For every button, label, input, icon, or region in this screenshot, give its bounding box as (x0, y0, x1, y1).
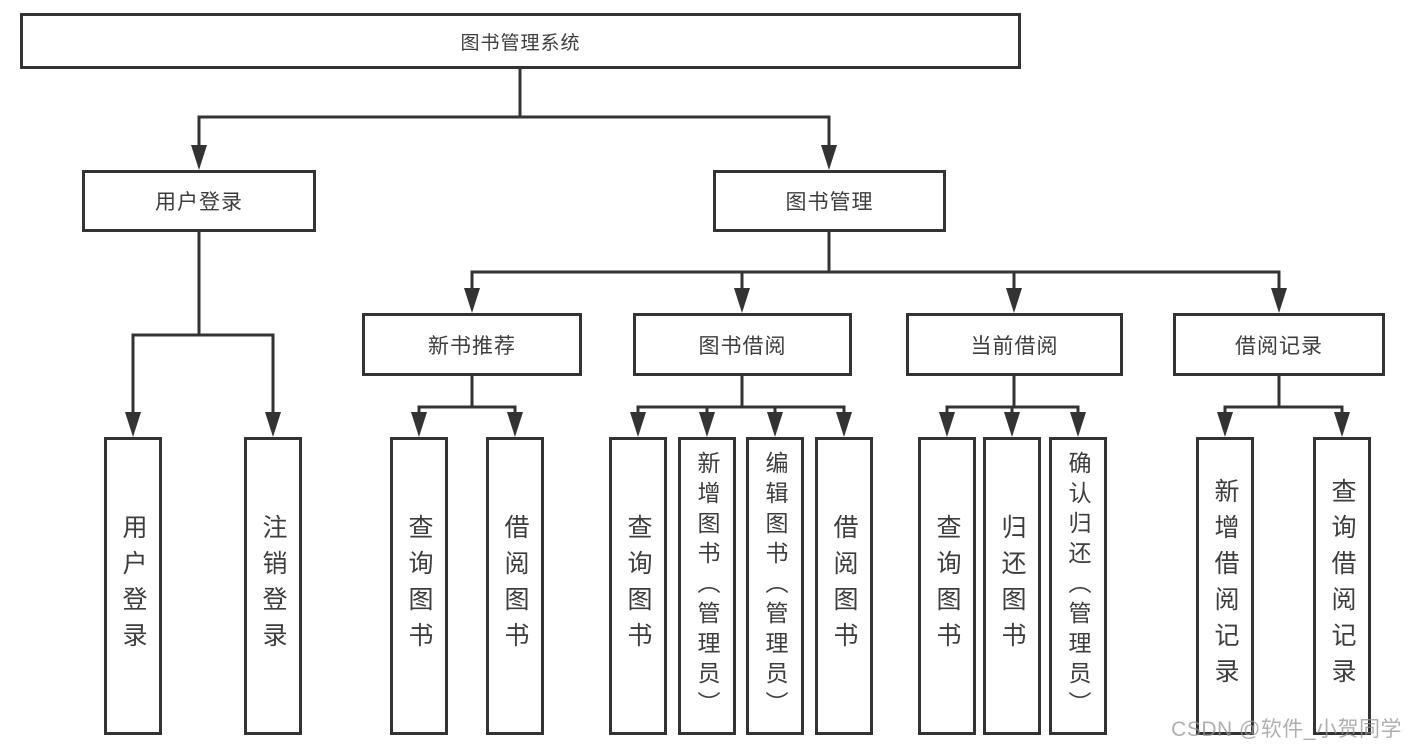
leaf-borrowing-edit-books-admin: 编辑图书（管理员） (746, 437, 804, 735)
leaf-records-query-record: 查询借阅记录 (1313, 437, 1371, 735)
leaf-borrowing-query-books: 查询图书 (609, 437, 667, 735)
arrow-down-icons (125, 145, 1350, 437)
node-current-borrowing: 当前借阅 (906, 313, 1123, 376)
leaf-logout: 注销登录 (244, 437, 302, 735)
node-borrow-records: 借阅记录 (1173, 313, 1385, 376)
watermark: CSDN @软件_小贺同学 (1171, 718, 1402, 741)
leaf-records-add-record: 新增借阅记录 (1196, 437, 1254, 735)
leaf-recommend-borrow-books: 借阅图书 (486, 437, 544, 735)
leaf-user-login: 用户登录 (104, 437, 162, 735)
leaf-borrowing-borrow-books: 借阅图书 (815, 437, 873, 735)
leaf-current-confirm-return-admin: 确认归还（管理员） (1049, 437, 1107, 735)
node-user-login: 用户登录 (82, 170, 316, 232)
node-book-management: 图书管理 (713, 170, 946, 232)
node-root: 图书管理系统 (20, 13, 1021, 69)
connector-paths (131, 69, 1344, 414)
node-new-book-recommend: 新书推荐 (362, 313, 582, 376)
node-book-borrowing: 图书借阅 (633, 313, 852, 376)
leaf-borrowing-add-books-admin: 新增图书（管理员） (678, 437, 736, 735)
leaf-current-return-books: 归还图书 (983, 437, 1041, 735)
leaf-recommend-query-books: 查询图书 (390, 437, 448, 735)
leaf-current-query-books: 查询图书 (918, 437, 976, 735)
